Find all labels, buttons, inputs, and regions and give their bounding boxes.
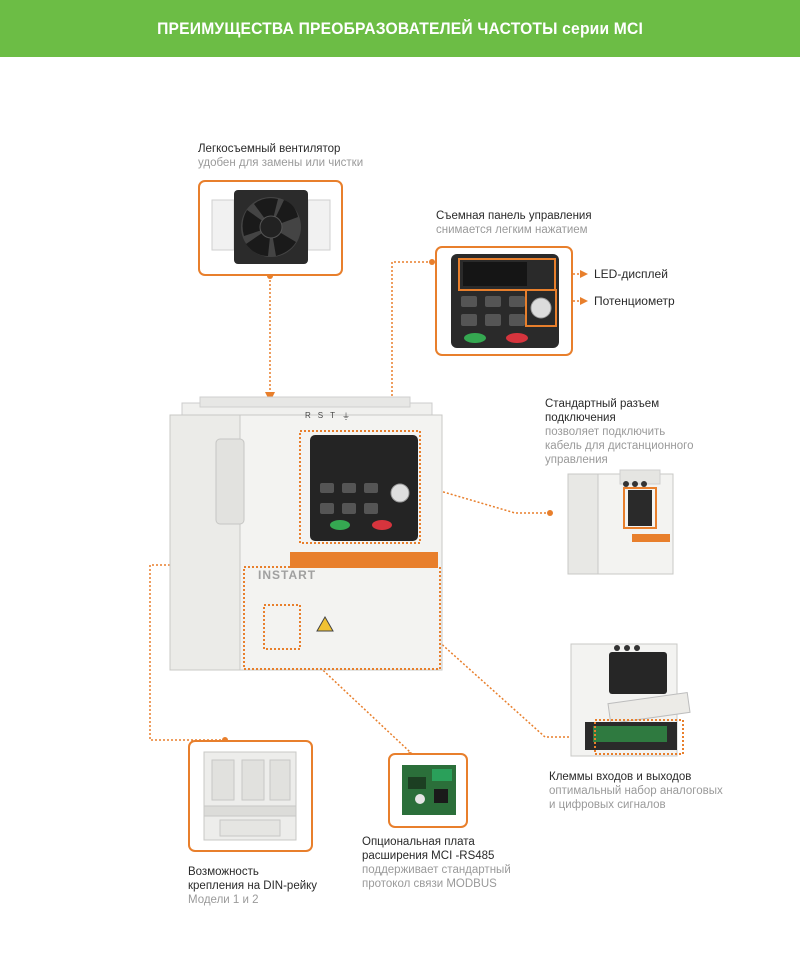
panel-subtitle: снимается легким нажатием xyxy=(436,224,588,236)
terminals-sub-1: оптимальный набор аналоговых xyxy=(549,785,723,797)
device-brand: INSTART xyxy=(258,568,317,582)
terminals-caption: Клеммы входов и выходов оптимальный набо… xyxy=(549,770,723,812)
connector-caption: Стандартный разъем подключения позволяет… xyxy=(545,397,694,467)
connector-title-2: подключения xyxy=(545,412,616,424)
din-rail-back-icon xyxy=(203,751,297,841)
din-caption: Возможность крепления на DIN-рейку Модел… xyxy=(188,865,317,907)
led-display-label: LED-дисплей xyxy=(594,267,668,281)
terminal-s: S xyxy=(317,411,324,420)
terminal-letters: R S T ⏚ xyxy=(305,411,350,422)
din-title-1: Возможность xyxy=(188,866,259,878)
connector-sub-2: кабель для дистанционного xyxy=(545,440,694,452)
board-caption: Опциональная плата расширения MCI -RS485… xyxy=(362,835,511,891)
expansion-board-icon xyxy=(402,765,456,815)
terminal-t: T xyxy=(330,411,336,420)
board-title-1: Опциональная плата xyxy=(362,836,475,848)
panel-image-frame xyxy=(435,246,573,356)
potentiometer-label: Потенциометр xyxy=(594,294,675,308)
board-sub-1: поддерживает стандартный xyxy=(362,864,511,876)
din-title-2: крепления на DIN-рейку xyxy=(188,880,318,892)
panel-title: Съемная панель управления xyxy=(436,210,592,222)
fan-subtitle: удобен для замены или чистки xyxy=(198,157,364,169)
connector-sub-3: управления xyxy=(545,454,608,466)
header-bar: ПРЕИМУЩЕСТВА ПРЕОБРАЗОВАТЕЛЕЙ ЧАСТОТЫ се… xyxy=(0,0,800,57)
fan-image-frame xyxy=(198,180,343,276)
fan-caption: Легкосъемный вентилятор удобен для замен… xyxy=(198,142,363,170)
connector-title-1: Стандартный разъем xyxy=(545,398,660,410)
fan-icon xyxy=(211,190,331,264)
panel-caption: Съемная панель управления снимается легк… xyxy=(436,209,592,237)
connector-device-icon xyxy=(567,469,674,575)
din-sub-1: Модели 1 и 2 xyxy=(188,894,259,906)
frequency-converter-device xyxy=(169,396,443,671)
board-image-frame xyxy=(388,753,468,828)
board-title-2: расширения MCI -RS485 xyxy=(362,850,495,862)
page-title: ПРЕИМУЩЕСТВА ПРЕОБРАЗОВАТЕЛЕЙ ЧАСТОТЫ се… xyxy=(157,18,643,38)
fan-title: Легкосъемный вентилятор xyxy=(198,143,341,155)
control-panel-icon xyxy=(451,254,559,348)
board-sub-2: протокол связи MODBUS xyxy=(362,878,497,890)
terminal-r: R xyxy=(305,411,311,420)
terminals-sub-2: и цифровых сигналов xyxy=(549,799,666,811)
terminals-title: Клеммы входов и выходов xyxy=(549,771,692,783)
din-image-frame xyxy=(188,740,313,852)
connector-sub-1: позволяет подключить xyxy=(545,426,666,438)
terminal-ground: ⏚ xyxy=(342,412,351,421)
terminals-device-icon xyxy=(570,643,691,757)
